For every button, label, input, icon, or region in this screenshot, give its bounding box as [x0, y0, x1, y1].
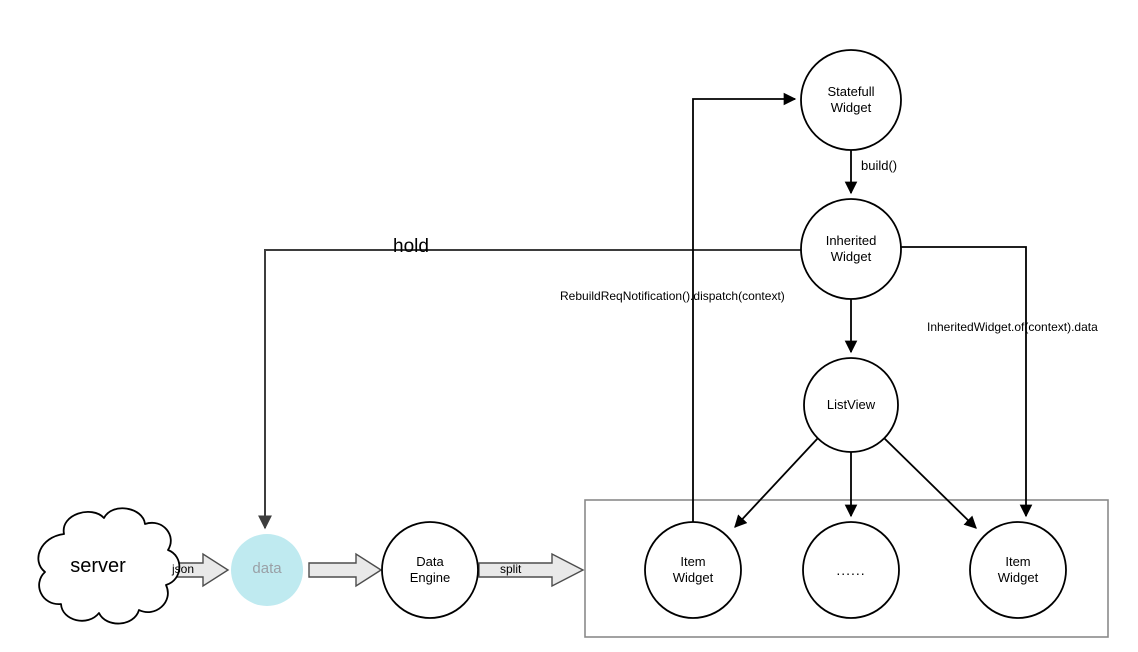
edge-label-hold: hold — [393, 236, 429, 257]
node-item-ellipsis-circle — [802, 521, 900, 619]
node-item-widget-2-circle — [969, 521, 1067, 619]
edge-data-to-engine-block-arrow — [308, 552, 383, 588]
node-item-widget-1-circle — [644, 521, 742, 619]
edge-label-split: split — [500, 562, 522, 576]
node-server-cloud — [37, 507, 181, 625]
edge-engine-to-items-block-arrow — [478, 552, 585, 588]
node-listview-circle — [803, 357, 899, 453]
edge-inherited-to-item2 — [901, 246, 1033, 518]
edge-label-rebuild-notification: RebuildReqNotification().dispatch(contex… — [560, 289, 785, 303]
edge-label-inherited-of-context: InheritedWidget.of(context).data — [927, 320, 1098, 334]
node-data-engine-circle — [381, 521, 479, 619]
node-inherited-widget-circle — [800, 198, 902, 300]
edge-inherited-to-data — [258, 249, 801, 530]
edge-item-to-statefull — [692, 92, 797, 522]
edge-label-json: json — [172, 562, 195, 576]
edge-label-build: build() — [861, 158, 898, 173]
node-data-circle — [231, 534, 303, 606]
edge-listview-to-item1 — [734, 437, 819, 528]
node-statefull-widget-circle — [800, 49, 902, 151]
edge-listview-to-item2 — [883, 437, 977, 529]
